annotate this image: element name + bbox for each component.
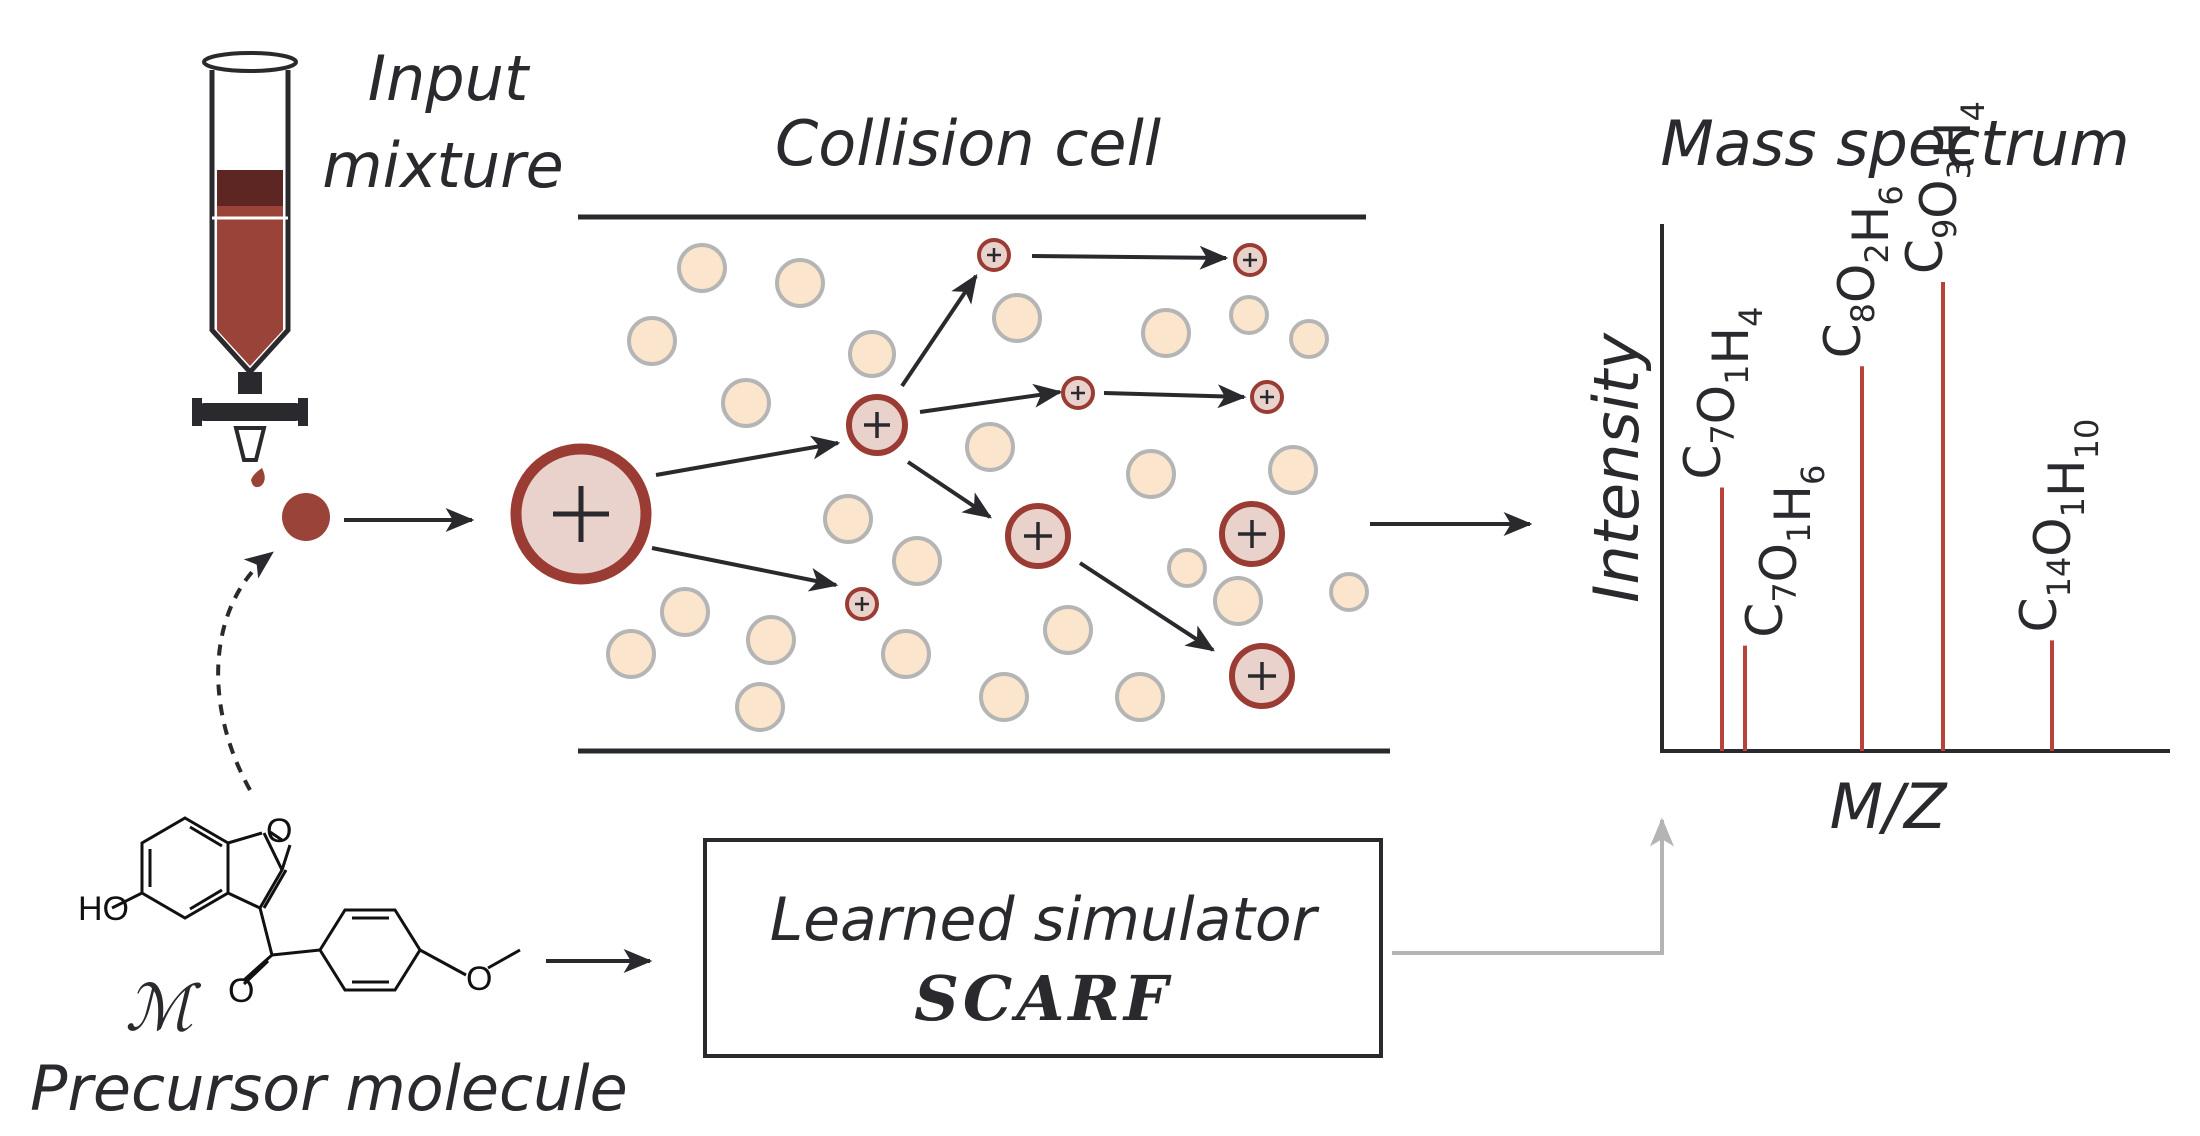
precursor-molecule-structure [111, 816, 521, 992]
peak-formula-label: C14O1H10 [2010, 419, 2106, 633]
peak-formula-label: C7O1H6 [1736, 465, 1832, 638]
gas-particle [1268, 445, 1318, 495]
simulator-label: Learned simulator [770, 885, 1320, 955]
small-ion [1233, 243, 1267, 277]
gas-particle [660, 587, 710, 637]
fragment-ion [1219, 501, 1285, 567]
peak-formula-label: C9O3H4 [1896, 101, 1992, 274]
scarf-label: SCARF [914, 962, 1172, 1035]
x-axis-label: M/Z [1830, 770, 1948, 843]
gas-particle [721, 378, 771, 428]
gas-particle [992, 293, 1042, 343]
gas-particle [1329, 572, 1369, 612]
gas-particle [823, 494, 873, 544]
furan-oxygen-label: O [266, 812, 292, 850]
precursor-symbol: ℳ [125, 972, 202, 1046]
fragmentation-arrows [651, 245, 1247, 652]
gas-particle [965, 422, 1015, 472]
y-axis-label: Intensity [1580, 332, 1653, 603]
input-mixture-label-2: mixture [322, 129, 564, 202]
gas-particle [746, 615, 796, 665]
gas-particle [892, 536, 942, 586]
peak-formula-label: C8O2H6 [1814, 185, 1910, 358]
gas-particle [1141, 308, 1191, 358]
fragment-ion [1005, 503, 1071, 569]
hydroxy-label: HO [78, 890, 129, 928]
precursor-caption: Precursor molecule [30, 1052, 628, 1125]
gas-particles [606, 243, 1369, 732]
spectrum-peaks [1720, 281, 2054, 751]
separatory-funnel-icon [192, 51, 330, 541]
gas-particle [979, 672, 1029, 722]
simulator-output-arrow [1392, 817, 1674, 955]
gas-particle [1229, 295, 1269, 335]
fragment-ion [1229, 643, 1295, 709]
gas-particle [677, 243, 727, 293]
collision-cell-title: Collision cell [775, 107, 1161, 180]
gas-particle [627, 316, 677, 366]
input-mixture-label: Input [368, 42, 531, 115]
mass-spectrum-title: Mass spectrum [1660, 107, 2129, 180]
gas-particle [1213, 576, 1263, 626]
gas-particle [735, 682, 785, 732]
peak-formula-label: C7O1H4 [1674, 307, 1770, 480]
gas-particle [848, 330, 896, 378]
dashed-arrow-molecule-to-mixture [216, 551, 274, 791]
gas-particle [1126, 449, 1176, 499]
precursor-ion [510, 443, 652, 585]
gas-particle [1115, 672, 1165, 722]
carbonyl-oxygen-label: O [228, 972, 254, 1010]
gas-particle [1043, 605, 1093, 655]
spectrum-axes [1660, 224, 2170, 753]
fragment-ion [846, 394, 908, 456]
ions [510, 238, 1295, 709]
small-ion [977, 238, 1011, 272]
small-ion [1061, 376, 1095, 410]
gas-particle [775, 258, 825, 308]
gas-particle [881, 629, 931, 679]
gas-particle [606, 629, 656, 679]
methoxy-oxygen-label: O [466, 960, 492, 998]
gas-particle [1167, 548, 1207, 588]
small-ion [845, 587, 879, 621]
gas-particle [1289, 319, 1329, 359]
small-ion [1250, 380, 1284, 414]
simulator-box [703, 838, 1383, 1058]
